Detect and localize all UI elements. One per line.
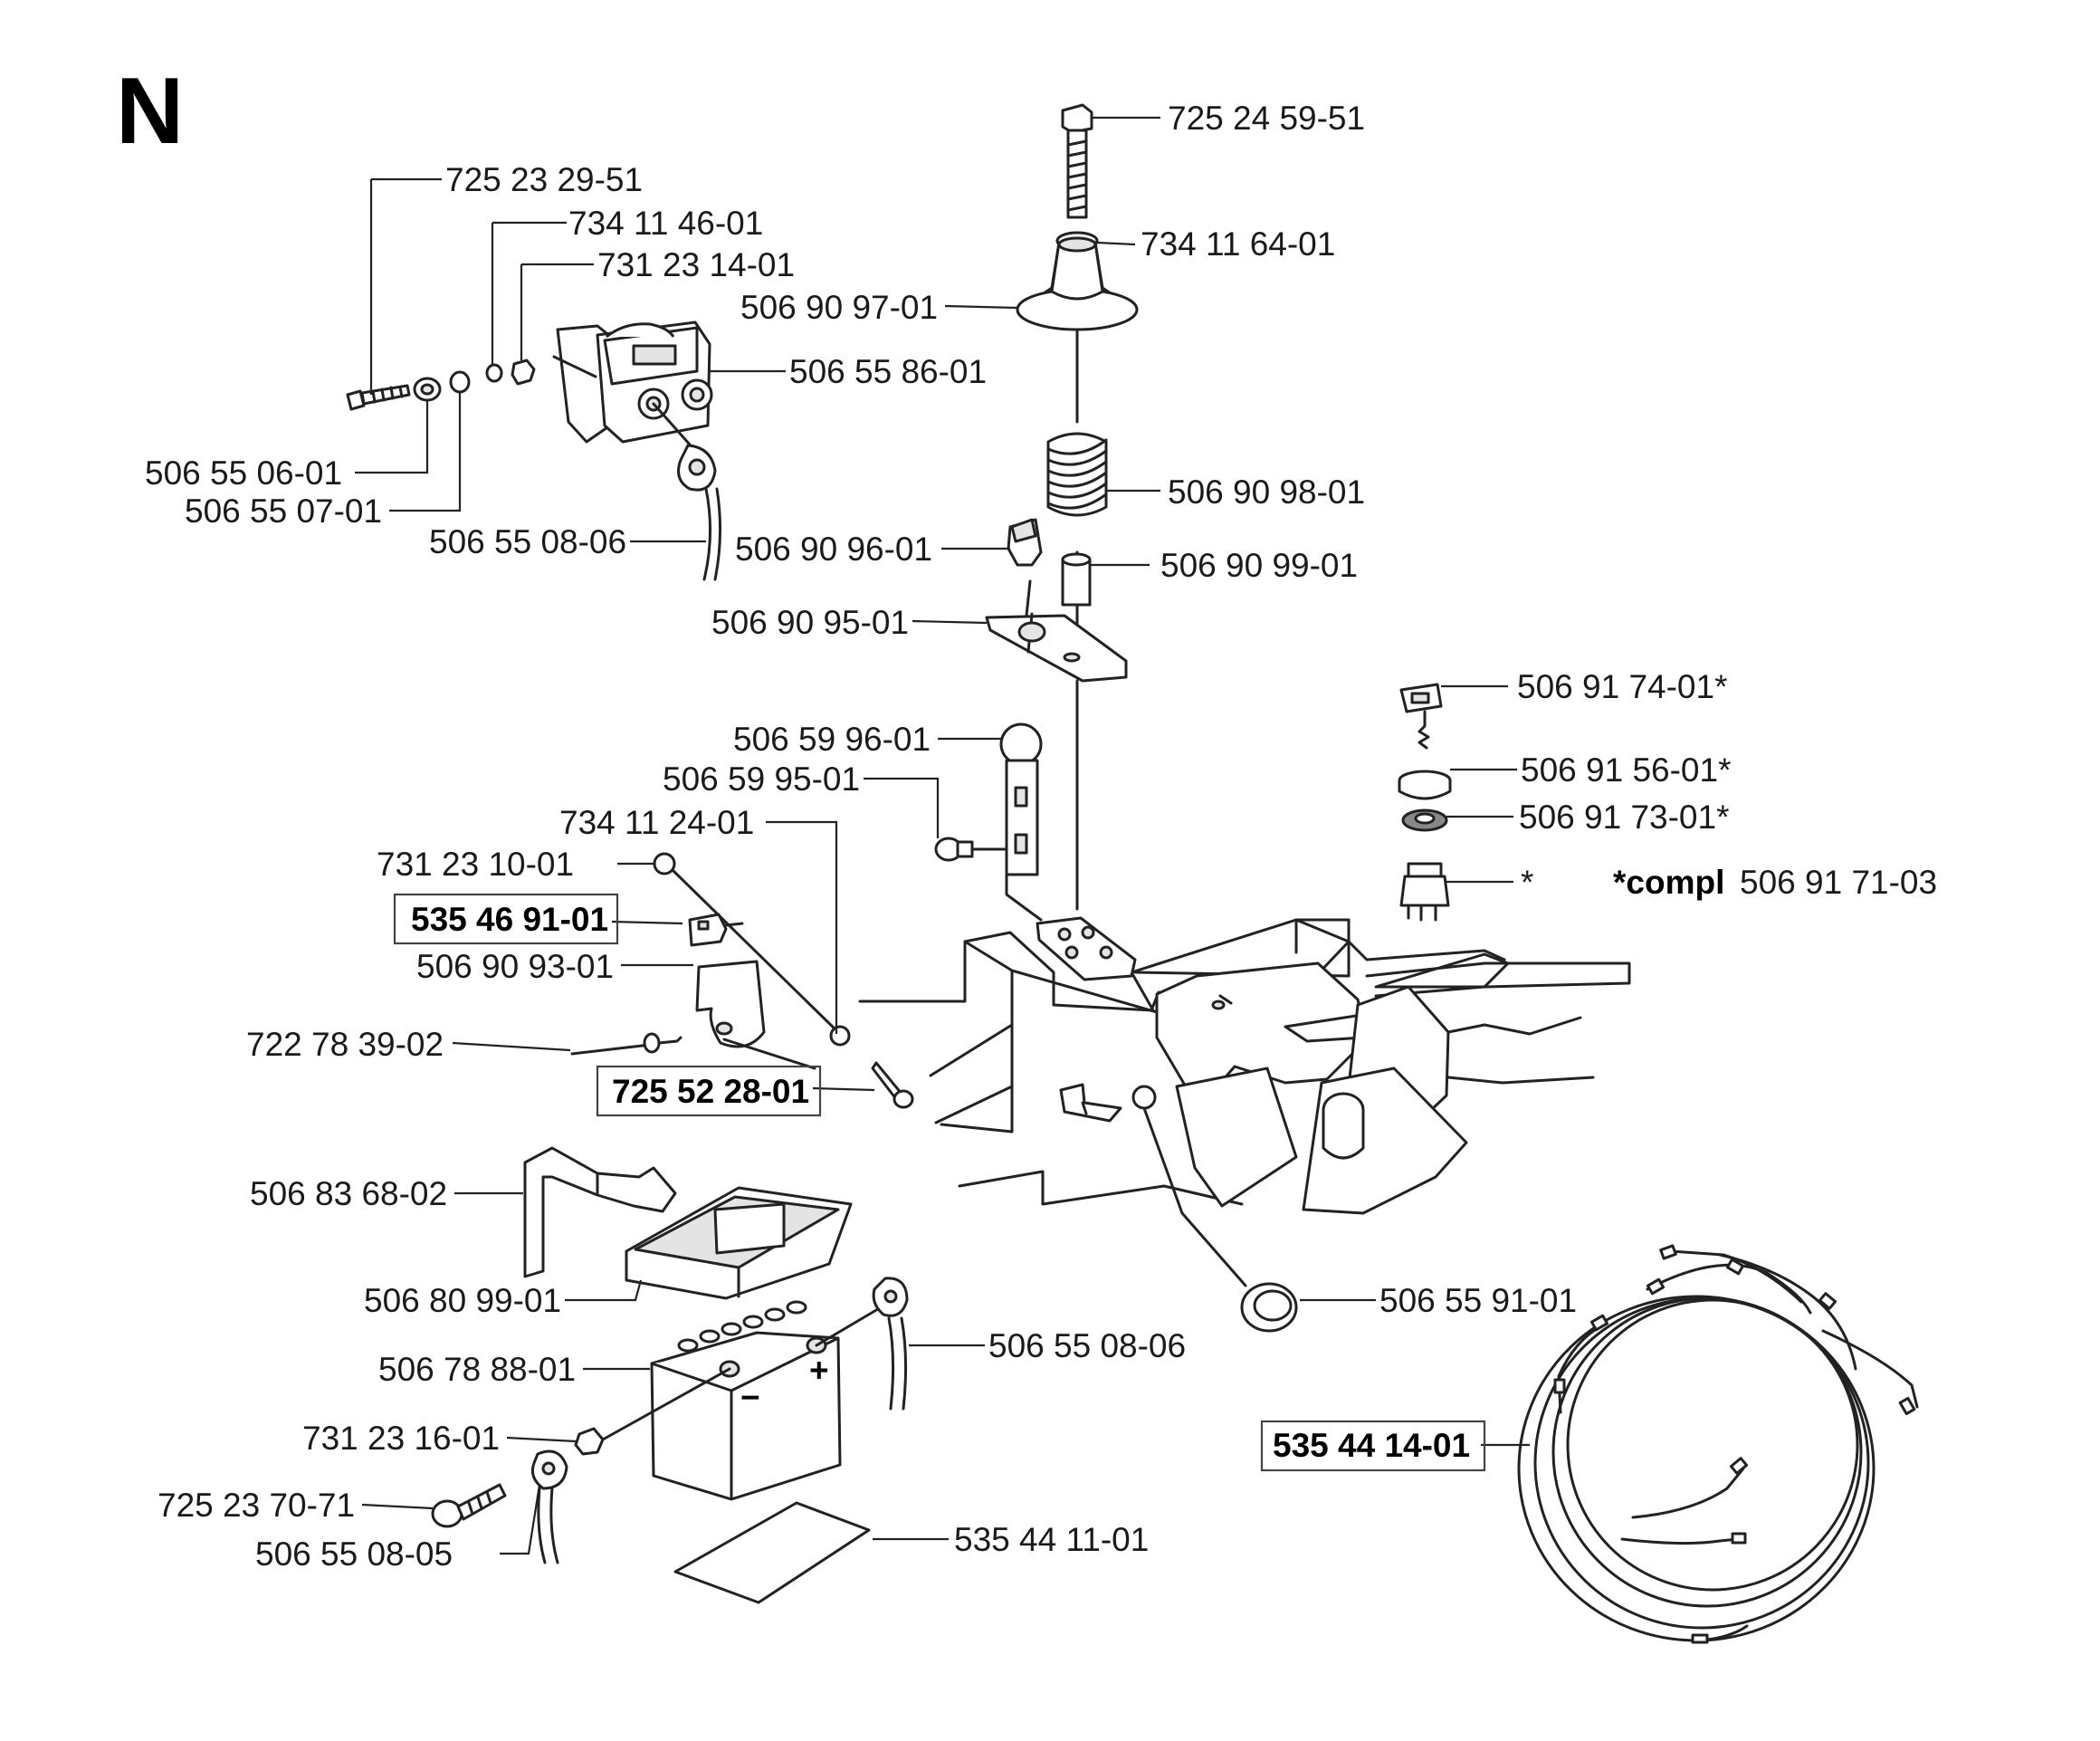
spacer-drawing xyxy=(413,377,442,402)
label-506559101: 506 55 91-01 xyxy=(1379,1282,1577,1319)
label-734112401: 734 11 24-01 xyxy=(559,804,754,841)
nut-drawing-clamp xyxy=(829,1025,851,1047)
dashboard-frame-drawing xyxy=(858,916,1631,1206)
bolt-drawing-top xyxy=(1061,103,1093,219)
battery-holder-drawing xyxy=(523,1146,677,1278)
label-731231401: 731 23 14-01 xyxy=(597,246,795,283)
label-722783902: 722 78 39-02 xyxy=(246,1026,444,1063)
label-506909801: 506 90 98-01 xyxy=(1168,474,1365,511)
cap-drawing xyxy=(1016,236,1139,331)
grommet-leader xyxy=(1142,1106,1247,1287)
fender-drawing xyxy=(1155,961,1595,1215)
highlight-box-535441401 xyxy=(1260,1420,1486,1472)
label-725245951: 725 24 59-51 xyxy=(1168,100,1365,137)
clamp-drawing xyxy=(695,960,766,1048)
lockwasher-drawing xyxy=(485,363,503,383)
cable-drawing-battery-positive xyxy=(815,1277,909,1411)
label-725522801: 725 52 28-01 xyxy=(612,1073,809,1110)
label-506909601: 506 90 96-01 xyxy=(735,531,932,568)
plate-drawing xyxy=(985,579,1128,683)
bezel-drawing xyxy=(1398,770,1452,800)
label-506909901: 506 90 99-01 xyxy=(1160,547,1358,584)
screw-drawing-small xyxy=(653,852,842,1036)
label-734116401: 734 11 64-01 xyxy=(1141,225,1335,263)
section-letter: N xyxy=(116,59,184,164)
lever-drawing xyxy=(999,722,1043,922)
label-535469101: 535 46 91-01 xyxy=(411,901,608,938)
label-star: * xyxy=(1521,864,1533,901)
label-506599501: 506 59 95-01 xyxy=(663,760,860,798)
grommet-drawing xyxy=(1131,1085,1157,1110)
knob-drawing xyxy=(1007,518,1043,567)
leader-lines xyxy=(355,116,1530,1555)
label-506788801: 506 78 88-01 xyxy=(378,1351,576,1388)
cable-drawing-battery-negative xyxy=(530,1449,568,1564)
label-506809901: 506 80 99-01 xyxy=(364,1282,561,1319)
label-506909301: 506 90 93-01 xyxy=(416,948,614,985)
label-506917401: 506 91 74-01* xyxy=(1517,668,1727,705)
guard-ring-drawing xyxy=(1240,1282,1298,1333)
cable-drawing-upper xyxy=(652,402,722,581)
spring-drawing xyxy=(1046,432,1108,517)
bolt-drawing-clamp xyxy=(871,1061,914,1109)
label-535441401: 535 44 14-01 xyxy=(1273,1427,1470,1464)
wiring-harness-drawing xyxy=(1517,1244,1919,1644)
battery-cover-drawing xyxy=(625,1186,853,1300)
label-506915601: 506 91 56-01* xyxy=(1521,751,1731,789)
mat-drawing xyxy=(673,1501,871,1604)
highlight-box-725522801 xyxy=(596,1065,822,1117)
battery-plus-mark: + xyxy=(809,1352,829,1389)
label-731231001: 731 23 10-01 xyxy=(377,846,574,883)
label-506550806b: 506 55 08-06 xyxy=(988,1327,1186,1364)
label-725232951: 725 23 29-51 xyxy=(445,161,643,198)
label-compl-number: 506 91 71-03 xyxy=(1740,864,1937,901)
label-506550701: 506 55 07-01 xyxy=(185,493,382,530)
label-506558601: 506 55 86-01 xyxy=(789,353,987,390)
microswitch-drawing xyxy=(688,913,744,947)
washer-drawing-solenoid xyxy=(449,370,471,394)
bolt-drawing-solenoid xyxy=(346,384,411,411)
solenoid-drawing xyxy=(552,320,713,444)
battery-drawing: − + xyxy=(650,1300,842,1501)
label-compl-prefix: *compl xyxy=(1613,864,1724,901)
screw-drawing-lever xyxy=(934,837,1008,862)
label-535441101: 535 44 11-01 xyxy=(954,1521,1149,1558)
battery-minus-mark: − xyxy=(740,1379,760,1416)
label-506550806a: 506 55 08-06 xyxy=(429,523,626,560)
label-506909701: 506 90 97-01 xyxy=(740,289,938,326)
bracket-drawing-small xyxy=(1059,1083,1122,1123)
label-506550805: 506 55 08-05 xyxy=(255,1535,453,1573)
label-506599601: 506 59 96-01 xyxy=(733,721,931,758)
label-725237071: 725 23 70-71 xyxy=(158,1487,355,1524)
ignition-switch-drawing xyxy=(1399,862,1450,922)
label-506909501: 506 90 95-01 xyxy=(711,604,909,641)
key-drawing xyxy=(1399,683,1443,750)
label-734114601: 734 11 46-01 xyxy=(568,205,763,242)
label-506836802: 506 83 68-02 xyxy=(250,1175,447,1212)
nut-drawing-battery xyxy=(574,1427,605,1456)
battery-terminal-line xyxy=(601,1367,731,1441)
label-506917301: 506 91 73-01* xyxy=(1519,799,1729,836)
highlight-box-535469101 xyxy=(393,893,619,945)
label-506550601: 506 55 06-01 xyxy=(145,454,342,492)
bolt-drawing-battery xyxy=(431,1483,507,1528)
bushing-drawing xyxy=(1061,552,1092,607)
nut-drawing-key xyxy=(1401,808,1448,832)
cable-rod-drawing xyxy=(570,1032,816,1070)
nut-drawing-solenoid xyxy=(511,359,536,386)
label-731231601: 731 23 16-01 xyxy=(302,1420,500,1457)
